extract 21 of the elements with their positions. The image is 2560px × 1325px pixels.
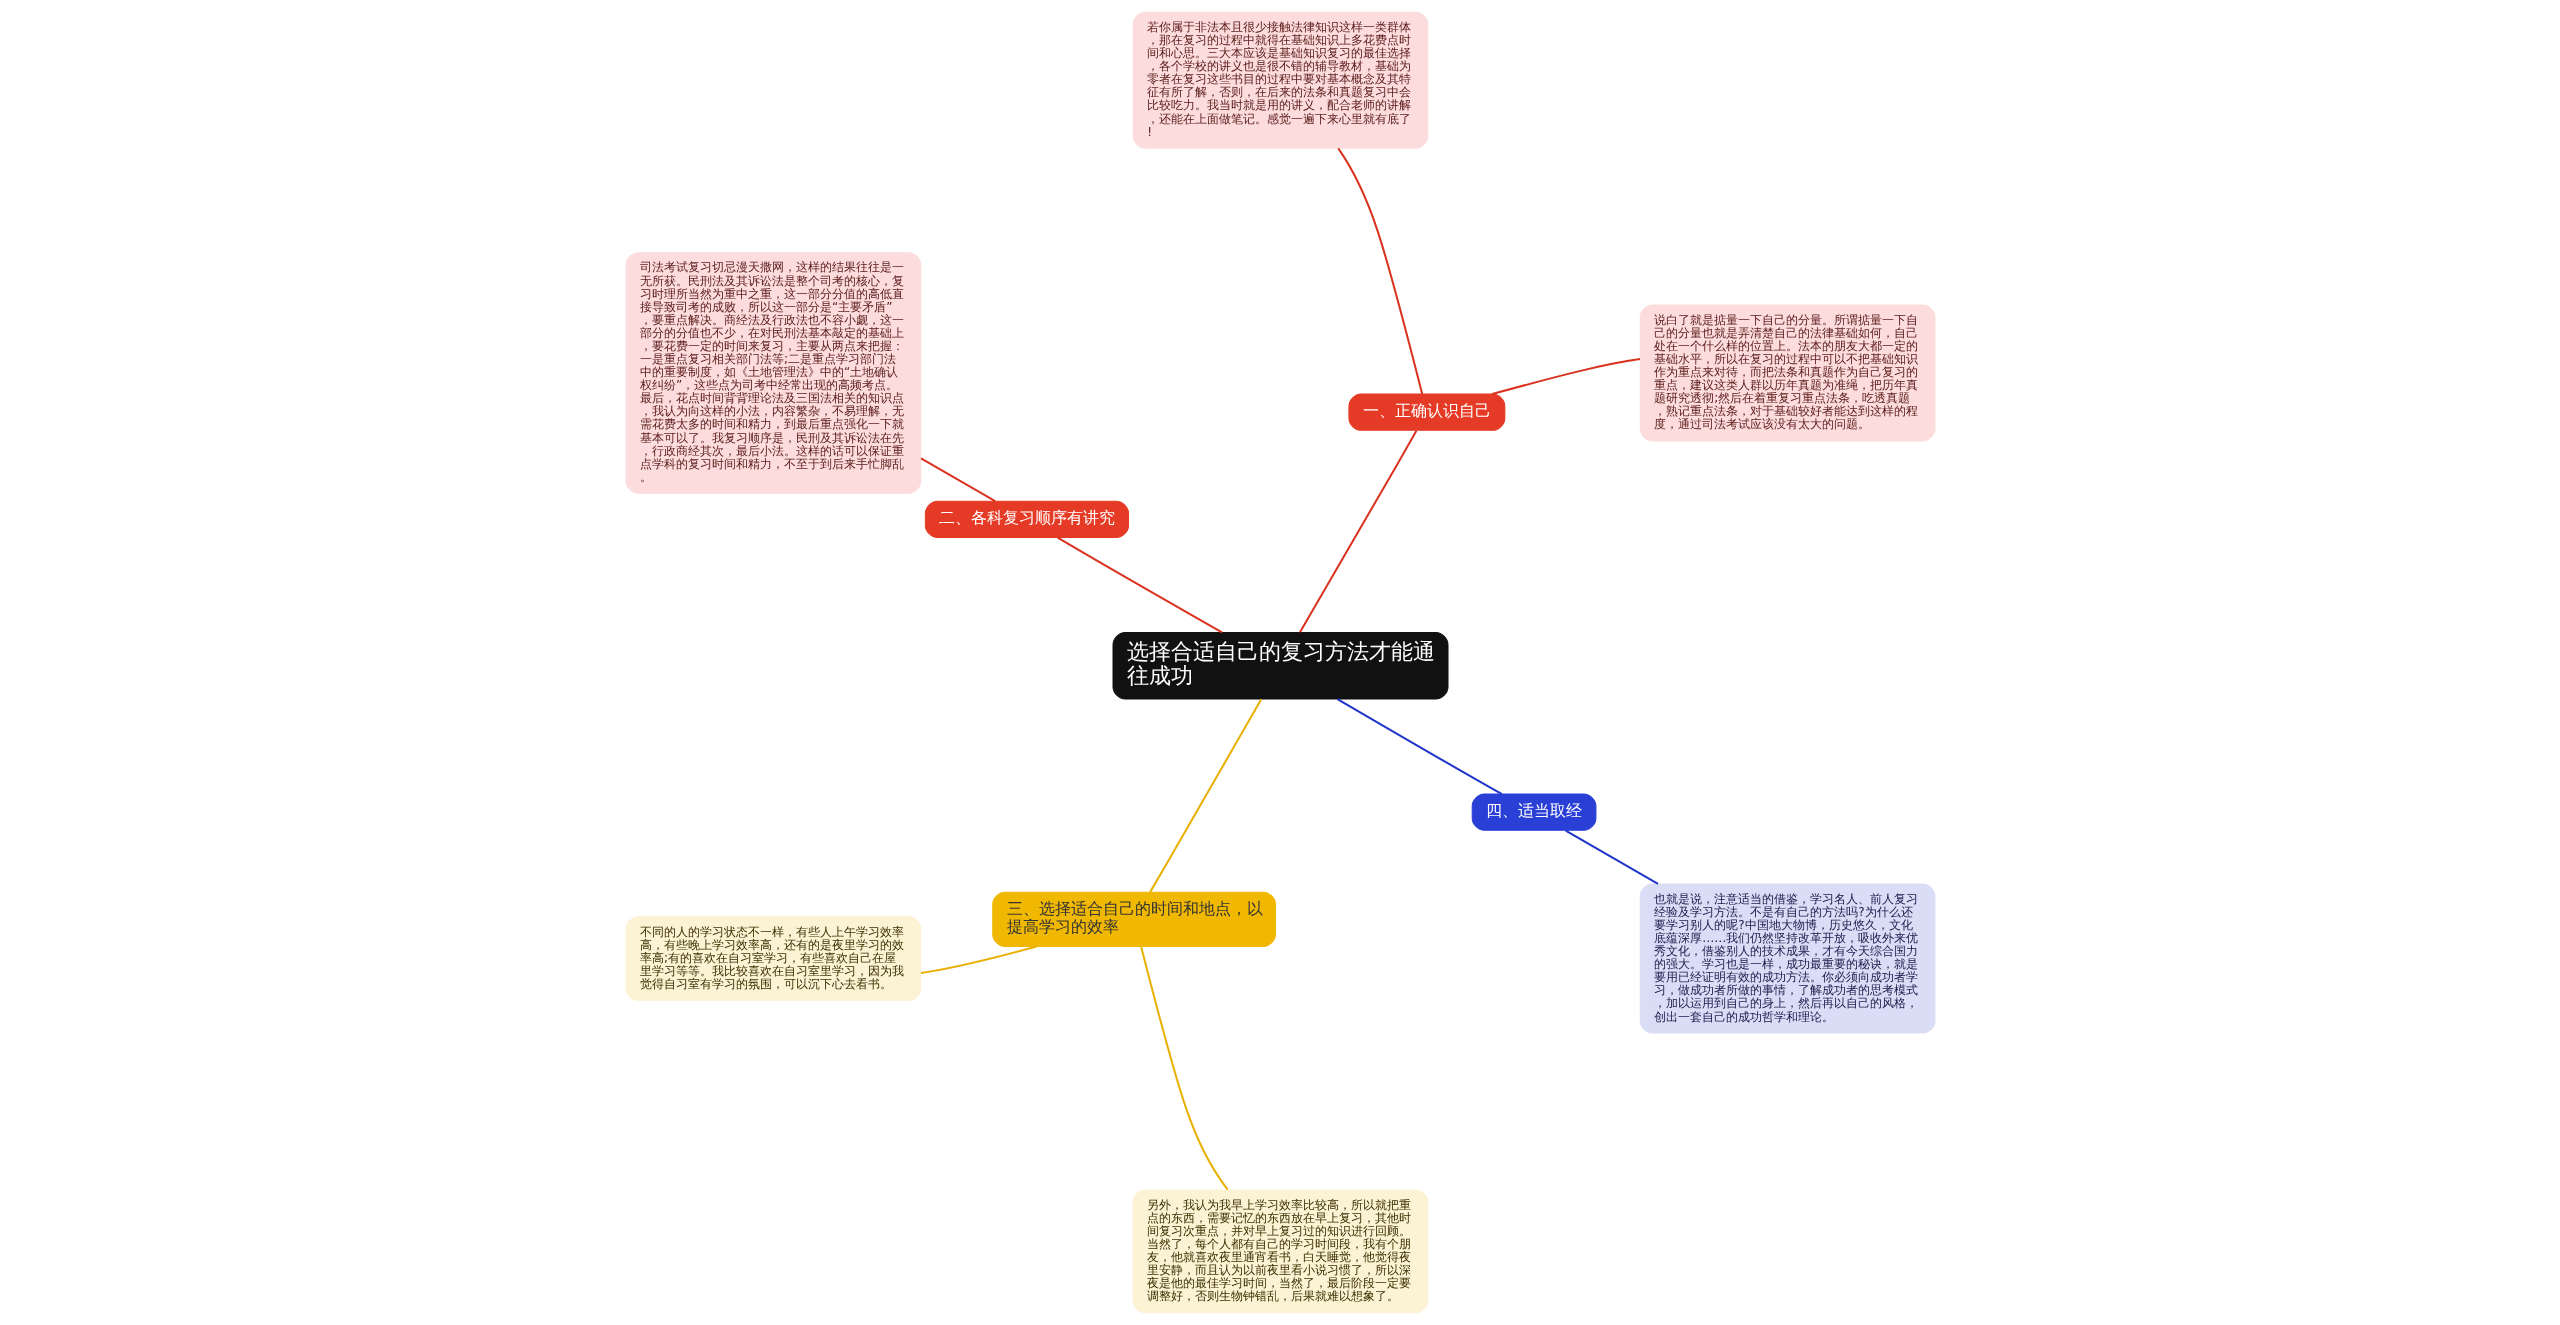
connector [1148,698,1262,893]
connector [1139,946,1228,1191]
node-box: 一、正确认识自己 [1347,393,1505,431]
node-box: 选择合适自己的复习方法才能通往成功 [1112,632,1448,700]
node-box: 另外，我认为我早上学习效率比较高，所以就把重点的东西，需要记忆的东西放在早上复习，其他时间复习次重点，并对早上复习过的知识进行回顾。当然了，每个人都有自己的学习时间段，我有个朋友，他就喜欢夜里通宵看书，白天睡觉，他觉得夜里安静，而且认为以前夜里看小说习惯了，所以深夜是他的最佳学习时间，当然了，最后阶段一定要调整好，否则生物钟错乱，后果就难以想象了。 [1132,1189,1428,1314]
connector [920,945,1037,974]
connector [1298,430,1417,633]
node-box: 说白了就是掂量一下自己的分量。所谓掂量一下自己的分量也就是弄清楚自己的法律基础如何，自己处在一个什么样的位置上。法本的朋友大都一定的基础水平，所以在复习的过程中可以不把基础知识作为重点来对待，而把法条和真题作为自己复习的重点，建议这类人群以历年真题为准绳，把历年真题研究透彻;然后在着重复习重点法条，吃透真题，熟记重点法条，对于基础较好者能达到这样的程度，通过司法考试应该没有太大的问题。 [1639,304,1935,442]
connector [1336,698,1502,795]
connector [1491,358,1640,396]
connector [920,457,996,502]
connector [1336,147,1423,395]
node-box: 不同的人的学习状态不一样，有些人上午学习效率高，有些晚上学习效率高，还有的是夜里学习的效率高;有的喜欢在自习室学习，有些喜欢自己在屋里学习等等。我比较喜欢在自习室里学习，因为我觉得自习室有学习的氛围，可以沉下心去看书。 [625,916,921,1001]
node-box: 四、适当取经 [1471,793,1596,831]
connector [1056,536,1222,634]
node-box: 司法考试复习切忌漫天撒网，这样的结果往往是一无所获。民刑法及其诉讼法是整个司考的核心，复习时理所当然为重中之重，这一部分分值的高低直接导致司考的成败，所以这一部分是“主要矛盾”，要重点解决。商经法及行政法也不容小觑，这一部分的分值也不少，在对民刑法基本敲定的基础上，要花费一定的时间来复习，主要从两点来把握：一是重点复习相关部门法等;二是重点学习部门法中的重要制度，如《土地管理法》中的“土地确认权纠纷”，这些点为司考中经常出现的高频考点。最后，花点时间背背理论法及三国法相关的知识点，我认为向这样的小法，内容繁杂，不易理解，无需花费太多的时间和精力，到最后重点强化一下就基本可以了。我复习顺序是，民刑及其诉讼法在先，行政商经其次，最后小法。这样的话可以保证重点学科的复习时间和精力，不至于到后来手忙脚乱。 [625,252,921,494]
connector [1564,829,1658,885]
node-box: 也就是说，注意适当的借鉴，学习名人、前人复习经验及学习方法。不是有自己的方法吗?为什么还要学习别人的呢?中国地大物博，历史悠久，文化底蕴深厚……我们仍然坚持改革开放，吸收外来优秀文化，借鉴别人的技术成果，才有今天综合国力的强大。学习也是一样，成功最重要的秘诀，就是要用已经证明有效的成功方法。你必须向成功者学习，做成功者所做的事情，了解成功者的思考模式，加以运用到自己的身上，然后再以自己的风格，创出一套自己的成功哲学和理论。 [1639,883,1935,1034]
node-box: 若你属于非法本且很少接触法律知识这样一类群体，那在复习的过程中就得在基础知识上多花费点时间和心思。三大本应该是基础知识复习的最佳选择，各个学校的讲义也是很不错的辅导教材，基础为零者在复习这些书目的过程中要对基本概念及其特征有所了解，否则，在后来的法条和真题复习中会比较吃力。我当时就是用的讲义，配合老师的讲解，还能在上面做笔记。感觉一遍下来心里就有底了! [1132,11,1428,149]
node-box: 三、选择适合自己的时间和地点，以提高学习的效率 [991,891,1276,947]
node-box: 二、各科复习顺序有讲究 [924,500,1129,538]
